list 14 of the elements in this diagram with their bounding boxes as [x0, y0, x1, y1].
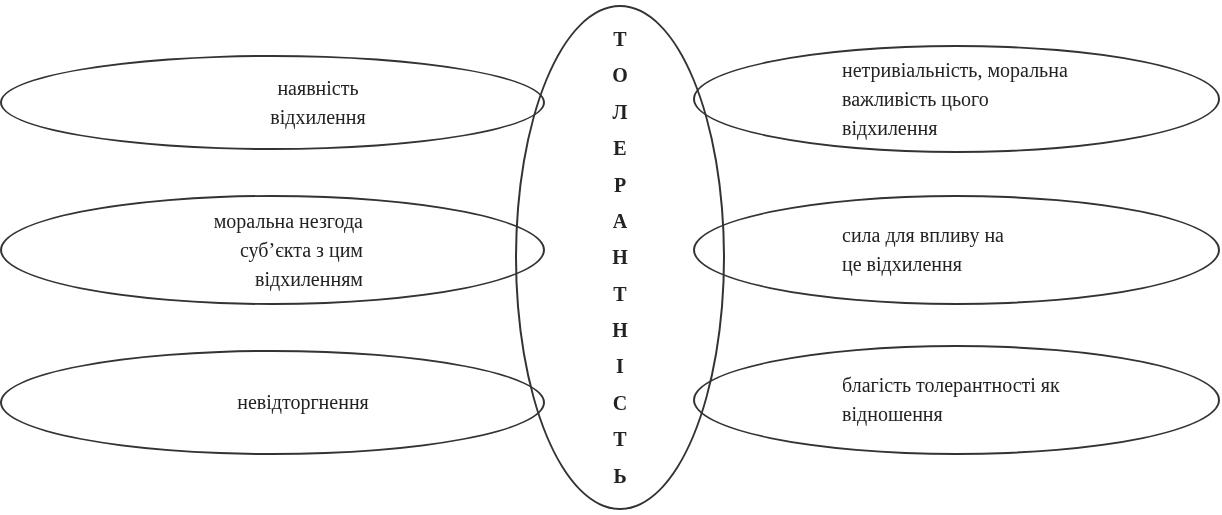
- ellipse-text: моральна незгода суб’єкта з цим відхиленням: [212, 208, 363, 293]
- ellipse-node: [693, 345, 1220, 455]
- ellipse-text: сила для впливу на це відхилення: [842, 223, 1005, 278]
- ellipse-text: невідторгнення: [236, 390, 370, 416]
- ellipse-node: [0, 350, 545, 455]
- ellipse-node: [693, 195, 1220, 305]
- ellipse-node: [515, 5, 725, 510]
- ellipse-node: [0, 55, 545, 150]
- vertical-title: ТОЛЕРАНТНІСТЬ: [611, 26, 629, 489]
- ellipse-text: благість толерантності як відношення: [842, 373, 1061, 428]
- ellipse-node: [693, 45, 1220, 153]
- ellipse-text: нетривіальність, моральна важливість цього відхилення: [842, 57, 1069, 142]
- ellipse-text: наявність відхилення: [269, 75, 367, 131]
- ellipse-node: [0, 195, 545, 305]
